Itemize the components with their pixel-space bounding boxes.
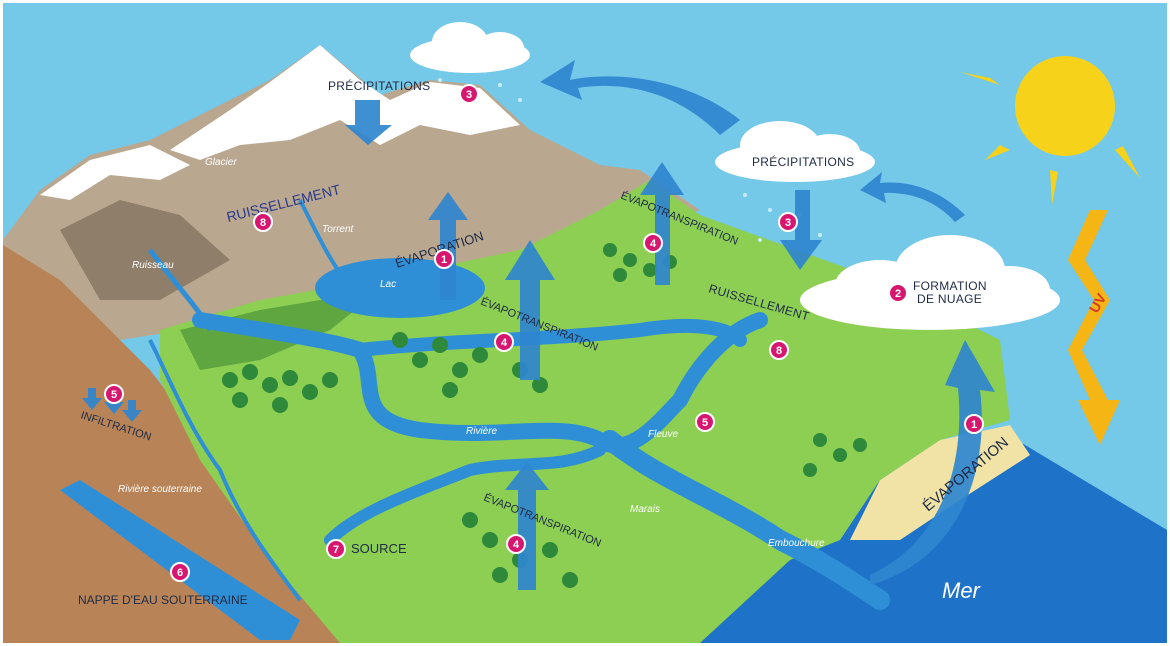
evapotranspiration-arrow	[505, 240, 555, 380]
precipitation-arrow	[345, 100, 392, 145]
label-precipitations-2: PRÉCIPITATIONS	[752, 154, 854, 169]
badge-5: 5	[695, 412, 715, 432]
stream	[298, 199, 347, 282]
svg-text:3: 3	[785, 217, 791, 229]
cycle-arrow	[860, 172, 965, 222]
infiltration-arrow	[82, 388, 102, 410]
badge-4: 4	[494, 332, 514, 352]
svg-text:8: 8	[260, 217, 266, 229]
groundwater-layer	[60, 480, 300, 640]
badge-2: 2	[888, 283, 908, 303]
river	[600, 430, 890, 610]
badge-4: 4	[506, 534, 526, 554]
svg-text:6: 6	[177, 567, 183, 579]
precipitation-arrow	[780, 190, 822, 270]
stream	[148, 248, 213, 332]
svg-text:5: 5	[111, 389, 117, 401]
sun	[960, 56, 1140, 205]
svg-text:4: 4	[650, 238, 657, 250]
svg-text:2: 2	[895, 288, 901, 300]
label-riviere: Rivière	[466, 426, 498, 437]
badge-3: 3	[459, 84, 479, 104]
svg-text:5: 5	[702, 417, 708, 429]
label-formation-nuage-line2: DE NUAGE	[917, 292, 982, 306]
badge-1: 1	[964, 414, 984, 434]
label-lac: Lac	[380, 279, 396, 290]
svg-text:4: 4	[513, 539, 520, 551]
forest	[222, 243, 867, 588]
evapotranspiration-arrow	[505, 462, 549, 590]
svg-text:1: 1	[971, 419, 977, 431]
evaporation-arrow	[428, 192, 468, 300]
badge-6: 6	[170, 562, 190, 582]
badge-8: 8	[769, 340, 789, 360]
evaporation-arrow	[870, 340, 995, 585]
svg-text:8: 8	[776, 345, 782, 357]
badge-1: 1	[434, 249, 454, 269]
uv-arrow	[1068, 210, 1120, 445]
snow-cap	[170, 45, 520, 160]
svg-text:4: 4	[501, 337, 508, 349]
label-mer: Mer	[942, 578, 982, 603]
river	[192, 312, 768, 454]
svg-text:7: 7	[333, 544, 339, 556]
badge-8: 8	[253, 212, 273, 232]
mountain-dark	[60, 200, 230, 300]
badge-4: 4	[643, 233, 663, 253]
label-source: SOURCE	[351, 541, 407, 556]
infiltration-arrow	[122, 400, 142, 422]
label-formation-nuage-line1: FORMATION	[913, 279, 987, 293]
badge-5: 5	[104, 384, 124, 404]
label-glacier: Glacier	[205, 157, 237, 168]
svg-text:3: 3	[466, 89, 472, 101]
label-precipitations-1: PRÉCIPITATIONS	[328, 78, 430, 93]
label-ruisseau: Ruisseau	[132, 260, 174, 271]
svg-text:1: 1	[441, 254, 447, 266]
label-torrent: Torrent	[322, 224, 355, 235]
badge-7: 7	[326, 539, 346, 559]
label-marais: Marais	[630, 504, 660, 515]
label-embouchure: Embouchure	[768, 538, 825, 549]
cloud	[715, 121, 875, 182]
label-riviere-souterraine: Rivière souterraine	[118, 484, 202, 495]
cycle-arrow	[540, 60, 740, 135]
cloud	[800, 235, 1060, 330]
beach	[850, 425, 1030, 540]
cloud	[410, 22, 530, 73]
underground-river	[148, 339, 302, 602]
river	[324, 444, 606, 546]
evapotranspiration-arrow	[640, 162, 684, 285]
snow-cap	[40, 145, 190, 200]
label-nappe: NAPPE D'EAU SOUTERRAINE	[78, 593, 248, 607]
river	[353, 318, 747, 357]
label-fleuve: Fleuve	[648, 429, 678, 440]
badge-3: 3	[778, 212, 798, 232]
